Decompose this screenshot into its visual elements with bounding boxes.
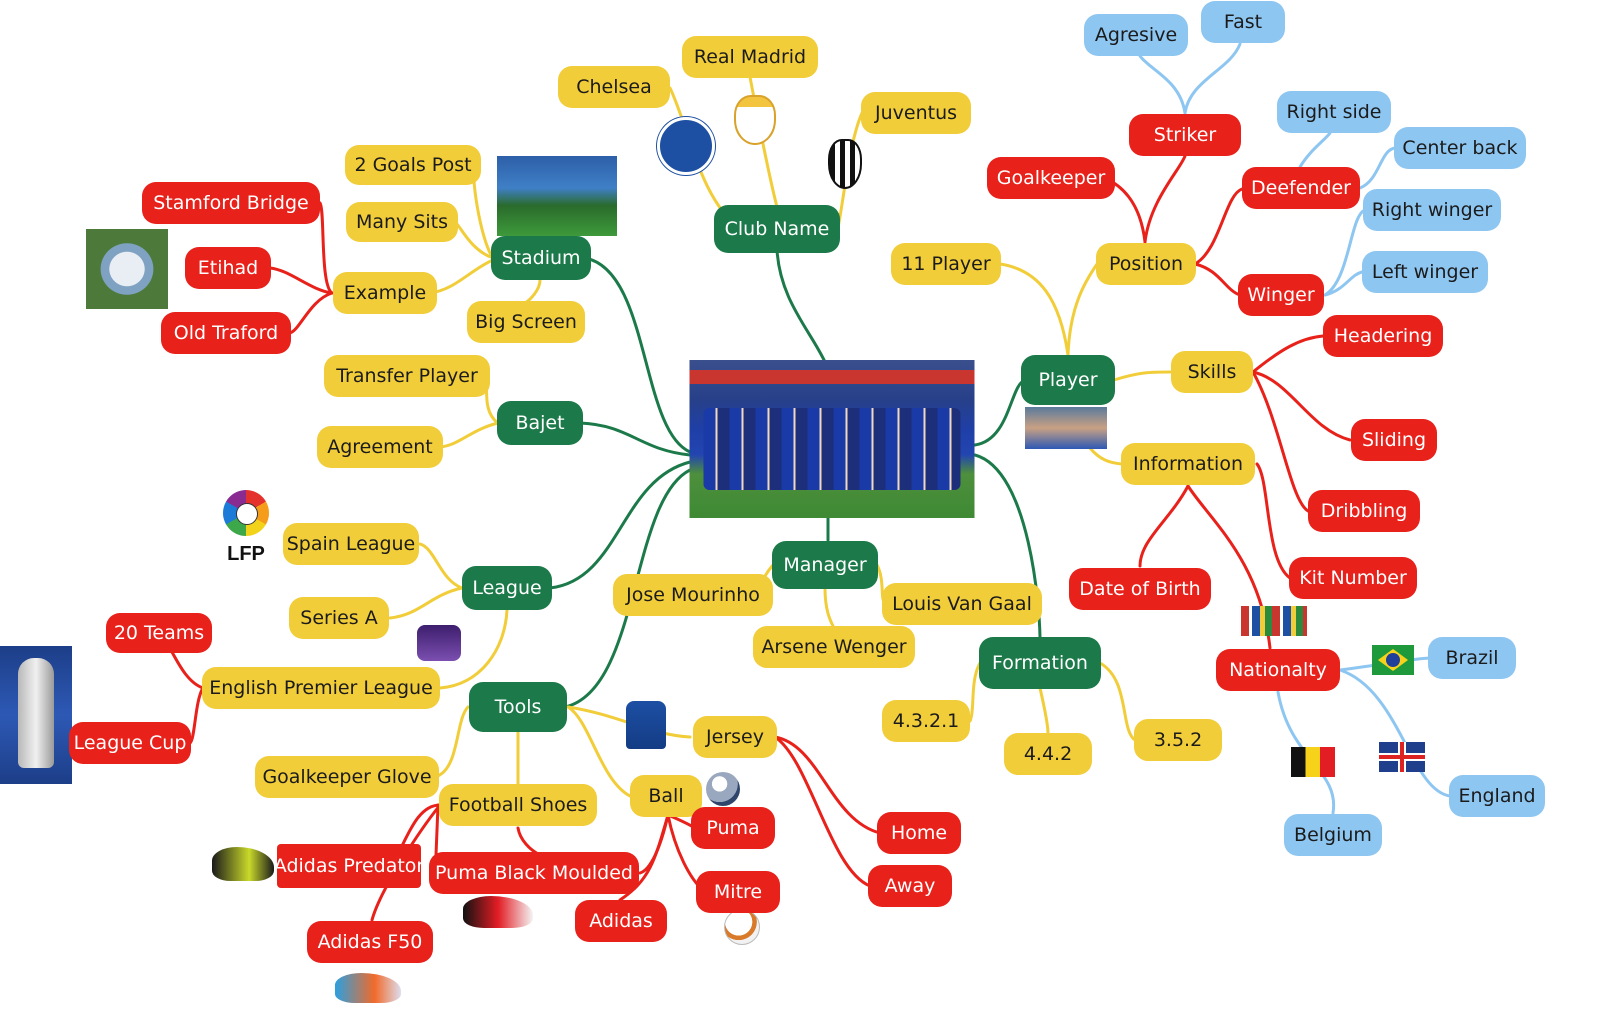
node-transfer-player[interactable]: Transfer Player xyxy=(324,355,490,397)
node-brazil[interactable]: Brazil xyxy=(1428,637,1516,679)
trophy-photo xyxy=(0,646,72,784)
node-agresive[interactable]: Agresive xyxy=(1084,14,1188,56)
uk-flag-icon xyxy=(1379,742,1425,772)
node-stadium[interactable]: Stadium xyxy=(491,236,591,280)
node-skills[interactable]: Skills xyxy=(1171,351,1253,393)
node-winger[interactable]: Winger xyxy=(1238,274,1324,316)
node-headering[interactable]: Headering xyxy=(1323,315,1443,357)
node-sliding[interactable]: Sliding xyxy=(1351,419,1437,461)
brazil-flag-icon xyxy=(1372,645,1414,675)
node-ball[interactable]: Ball xyxy=(630,775,702,817)
predator-boot-icon xyxy=(212,847,274,881)
node-information[interactable]: Information xyxy=(1121,443,1255,485)
juventus-badge-icon xyxy=(828,139,862,189)
chelsea-badge-icon xyxy=(657,117,715,175)
node-old-traford[interactable]: Old Traford xyxy=(161,312,291,354)
belgium-flag-icon xyxy=(1291,747,1335,777)
node-many-sits[interactable]: Many Sits xyxy=(346,202,458,242)
node-louis-van-gaal[interactable]: Louis Van Gaal xyxy=(882,583,1042,625)
node-date-of-birth[interactable]: Date of Birth xyxy=(1069,568,1211,610)
node-player[interactable]: Player xyxy=(1021,355,1115,405)
team-photo xyxy=(689,360,975,518)
node-example[interactable]: Example xyxy=(333,272,437,314)
node-goalkeeper[interactable]: Goalkeeper xyxy=(987,157,1115,199)
node-away[interactable]: Away xyxy=(868,865,952,907)
node-position[interactable]: Position xyxy=(1096,243,1196,285)
node-fast[interactable]: Fast xyxy=(1201,1,1285,43)
node-home[interactable]: Home xyxy=(877,812,961,854)
lfp-logo-icon: LFP xyxy=(218,490,274,566)
node-belgium[interactable]: Belgium xyxy=(1284,814,1382,856)
node-agreement[interactable]: Agreement xyxy=(317,426,443,468)
node-kit-number[interactable]: Kit Number xyxy=(1289,557,1417,599)
node-league[interactable]: League xyxy=(462,566,552,610)
node-bajet[interactable]: Bajet xyxy=(497,401,583,445)
ball-icon xyxy=(706,772,740,806)
node-puma-black-moulded[interactable]: Puma Black Moulded xyxy=(429,852,639,894)
f50-boot-icon xyxy=(335,973,401,1003)
node-tools[interactable]: Tools xyxy=(469,682,567,732)
node-jose-mourinho[interactable]: Jose Mourinho xyxy=(613,574,773,616)
node-arsene-wenger[interactable]: Arsene Wenger xyxy=(753,626,915,668)
node-real-madrid[interactable]: Real Madrid xyxy=(682,36,818,78)
node-puma[interactable]: Puma xyxy=(691,807,775,849)
node-right-winger[interactable]: Right winger xyxy=(1363,189,1501,231)
node-adidas-predator[interactable]: Adidas Predator xyxy=(274,844,424,888)
node-stamford-bridge[interactable]: Stamford Bridge xyxy=(142,182,320,224)
jersey-icon xyxy=(626,701,666,749)
premier-league-logo-icon xyxy=(417,625,461,661)
node-football-shoes[interactable]: Football Shoes xyxy=(439,784,597,826)
node-spain-league[interactable]: Spain League xyxy=(283,523,419,565)
node-series-a[interactable]: Series A xyxy=(289,597,389,639)
node-club-name[interactable]: Club Name xyxy=(714,205,840,253)
node-11-player[interactable]: 11 Player xyxy=(891,243,1001,285)
node-goals-post[interactable]: 2 Goals Post xyxy=(345,145,481,185)
node-deefender[interactable]: Deefender xyxy=(1242,167,1360,209)
node-manager[interactable]: Manager xyxy=(772,541,878,589)
node-chelsea[interactable]: Chelsea xyxy=(558,66,670,108)
node-juventus[interactable]: Juventus xyxy=(861,92,971,134)
node-adidas[interactable]: Adidas xyxy=(575,900,667,942)
world-flags-icon xyxy=(1241,606,1307,636)
node-league-cup[interactable]: League Cup xyxy=(69,722,191,764)
node-jersey[interactable]: Jersey xyxy=(693,716,777,758)
node-mitre[interactable]: Mitre xyxy=(696,871,780,913)
node-adidas-f50[interactable]: Adidas F50 xyxy=(307,921,433,963)
node-right-side[interactable]: Right side xyxy=(1277,91,1391,133)
node-dribbling[interactable]: Dribbling xyxy=(1308,490,1420,532)
node-formation-442[interactable]: 4.4.2 xyxy=(1004,733,1092,775)
node-formation-352[interactable]: 3.5.2 xyxy=(1134,719,1222,761)
node-etihad[interactable]: Etihad xyxy=(185,247,271,289)
node-english-premier-league[interactable]: English Premier League xyxy=(202,667,440,709)
node-left-winger[interactable]: Left winger xyxy=(1362,251,1488,293)
puma-boot-icon xyxy=(463,896,533,928)
etihad-photo xyxy=(86,229,168,309)
mitre-ball-icon xyxy=(724,909,760,945)
node-nationalty[interactable]: Nationalty xyxy=(1216,649,1340,691)
node-england[interactable]: England xyxy=(1449,775,1545,817)
node-formation[interactable]: Formation xyxy=(979,637,1101,689)
node-center-back[interactable]: Center back xyxy=(1394,127,1526,169)
node-big-screen[interactable]: Big Screen xyxy=(467,301,585,343)
node-20-teams[interactable]: 20 Teams xyxy=(106,613,212,653)
player-photo xyxy=(1025,407,1107,449)
stadium-photo xyxy=(497,156,617,236)
node-striker[interactable]: Striker xyxy=(1129,114,1241,156)
node-goalkeeper-glove[interactable]: Goalkeeper Glove xyxy=(255,756,439,798)
node-formation-4321[interactable]: 4.3.2.1 xyxy=(882,700,970,742)
real-madrid-badge-icon xyxy=(734,95,776,145)
